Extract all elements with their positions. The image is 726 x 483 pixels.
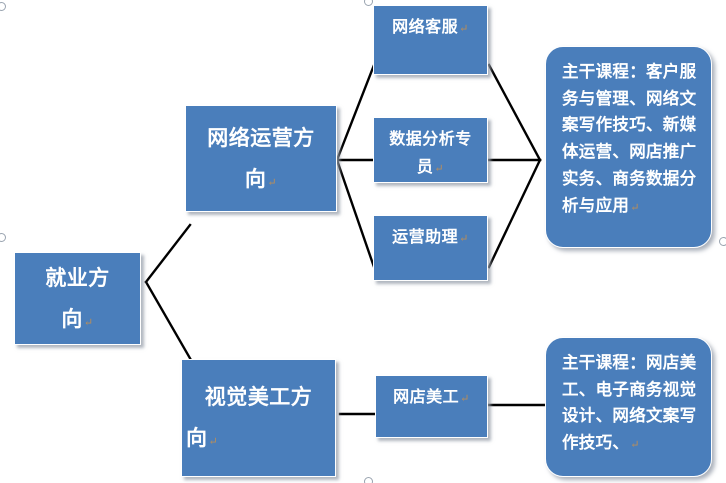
node-employment-direction-line2: 向↵ bbox=[61, 306, 94, 331]
node-network-operations-line1: 网络运营方 bbox=[207, 125, 315, 150]
connector-operations-assistant-to-courses bbox=[487, 158, 542, 269]
pilcrow-icon: ↵ bbox=[208, 436, 219, 448]
node-job-data-analyst-line2: 员↵ bbox=[416, 159, 445, 176]
node-job-network-customer-service[interactable]: 网络客服↵ bbox=[373, 5, 488, 75]
pilcrow-icon: ↵ bbox=[459, 233, 469, 245]
node-employment-direction[interactable]: 就业方 向↵ bbox=[14, 252, 141, 345]
canvas-handle-top-center[interactable] bbox=[364, 0, 373, 6]
node-visual-design-direction[interactable]: 视觉美工方 向↵ bbox=[181, 359, 336, 477]
pilcrow-icon: ↵ bbox=[83, 316, 94, 329]
pilcrow-icon: ↵ bbox=[434, 163, 445, 175]
canvas-handle-bottom-center[interactable] bbox=[364, 477, 373, 483]
panel-courses-network-operations-text: 主干课程：客户服务与管理、网络文案写作技巧、新媒体运营、网店推广实务、商务数据分… bbox=[562, 62, 697, 215]
node-visual-design-line1: 视觉美工方 bbox=[204, 385, 313, 410]
node-network-operations-line2: 向↵ bbox=[244, 166, 278, 191]
node-job-shop-designer-label: 网店美工↵ bbox=[393, 389, 470, 406]
node-job-network-customer-service-label: 网络客服↵ bbox=[392, 19, 469, 36]
pilcrow-icon: ↵ bbox=[267, 176, 278, 189]
node-network-operations-direction[interactable]: 网络运营方 向↵ bbox=[185, 105, 337, 212]
connector-root-to-visual bbox=[144, 280, 193, 362]
pilcrow-icon: ↵ bbox=[459, 23, 469, 35]
node-visual-design-line2: 向↵ bbox=[186, 426, 219, 450]
pilcrow-icon: ↵ bbox=[630, 439, 640, 452]
canvas-handle-left-middle[interactable] bbox=[0, 233, 6, 242]
panel-courses-visual-design[interactable]: 主干课程：网店美工、电子商务视觉设计、网络文案写作技巧、↵ bbox=[545, 337, 712, 477]
node-employment-direction-line1: 就业方 bbox=[45, 265, 110, 290]
node-job-operations-assistant[interactable]: 运营助理↵ bbox=[373, 215, 488, 281]
panel-courses-network-operations[interactable]: 主干课程：客户服务与管理、网络文案写作技巧、新媒体运营、网店推广实务、商务数据分… bbox=[545, 46, 712, 248]
node-job-data-analyst[interactable]: 数据分析专 员↵ bbox=[373, 117, 488, 183]
connector-customer-service-to-courses bbox=[487, 63, 542, 162]
connector-operations-to-operations-assistant bbox=[335, 158, 376, 269]
canvas-handle-top-left[interactable] bbox=[0, 2, 6, 11]
connector-root-to-operations bbox=[144, 223, 192, 284]
node-job-operations-assistant-label: 运营助理↵ bbox=[392, 229, 469, 246]
node-job-shop-designer[interactable]: 网店美工↵ bbox=[375, 375, 488, 438]
node-job-data-analyst-line1: 数据分析专 bbox=[389, 131, 472, 148]
pilcrow-icon: ↵ bbox=[460, 393, 470, 405]
panel-courses-visual-design-text: 主干课程：网店美工、电子商务视觉设计、网络文案写作技巧、 bbox=[562, 353, 697, 453]
connector-operations-to-customer-service bbox=[335, 63, 376, 162]
pilcrow-icon: ↵ bbox=[630, 201, 640, 214]
canvas-handle-right-middle[interactable] bbox=[719, 237, 726, 246]
